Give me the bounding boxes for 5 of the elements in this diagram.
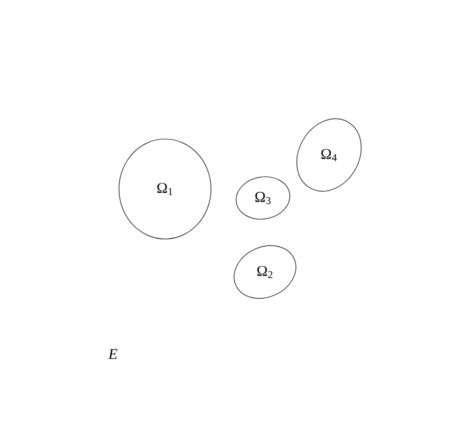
ellipse-region: Ω$_{4}$ [296,118,362,192]
ellipse-region: Ω$_{1}$ [118,138,212,240]
ellipse-region: Ω$_{2}$ [234,245,296,299]
ellipse-region: Ω$_{3}$ [236,176,290,220]
set-label: E [108,349,118,359]
